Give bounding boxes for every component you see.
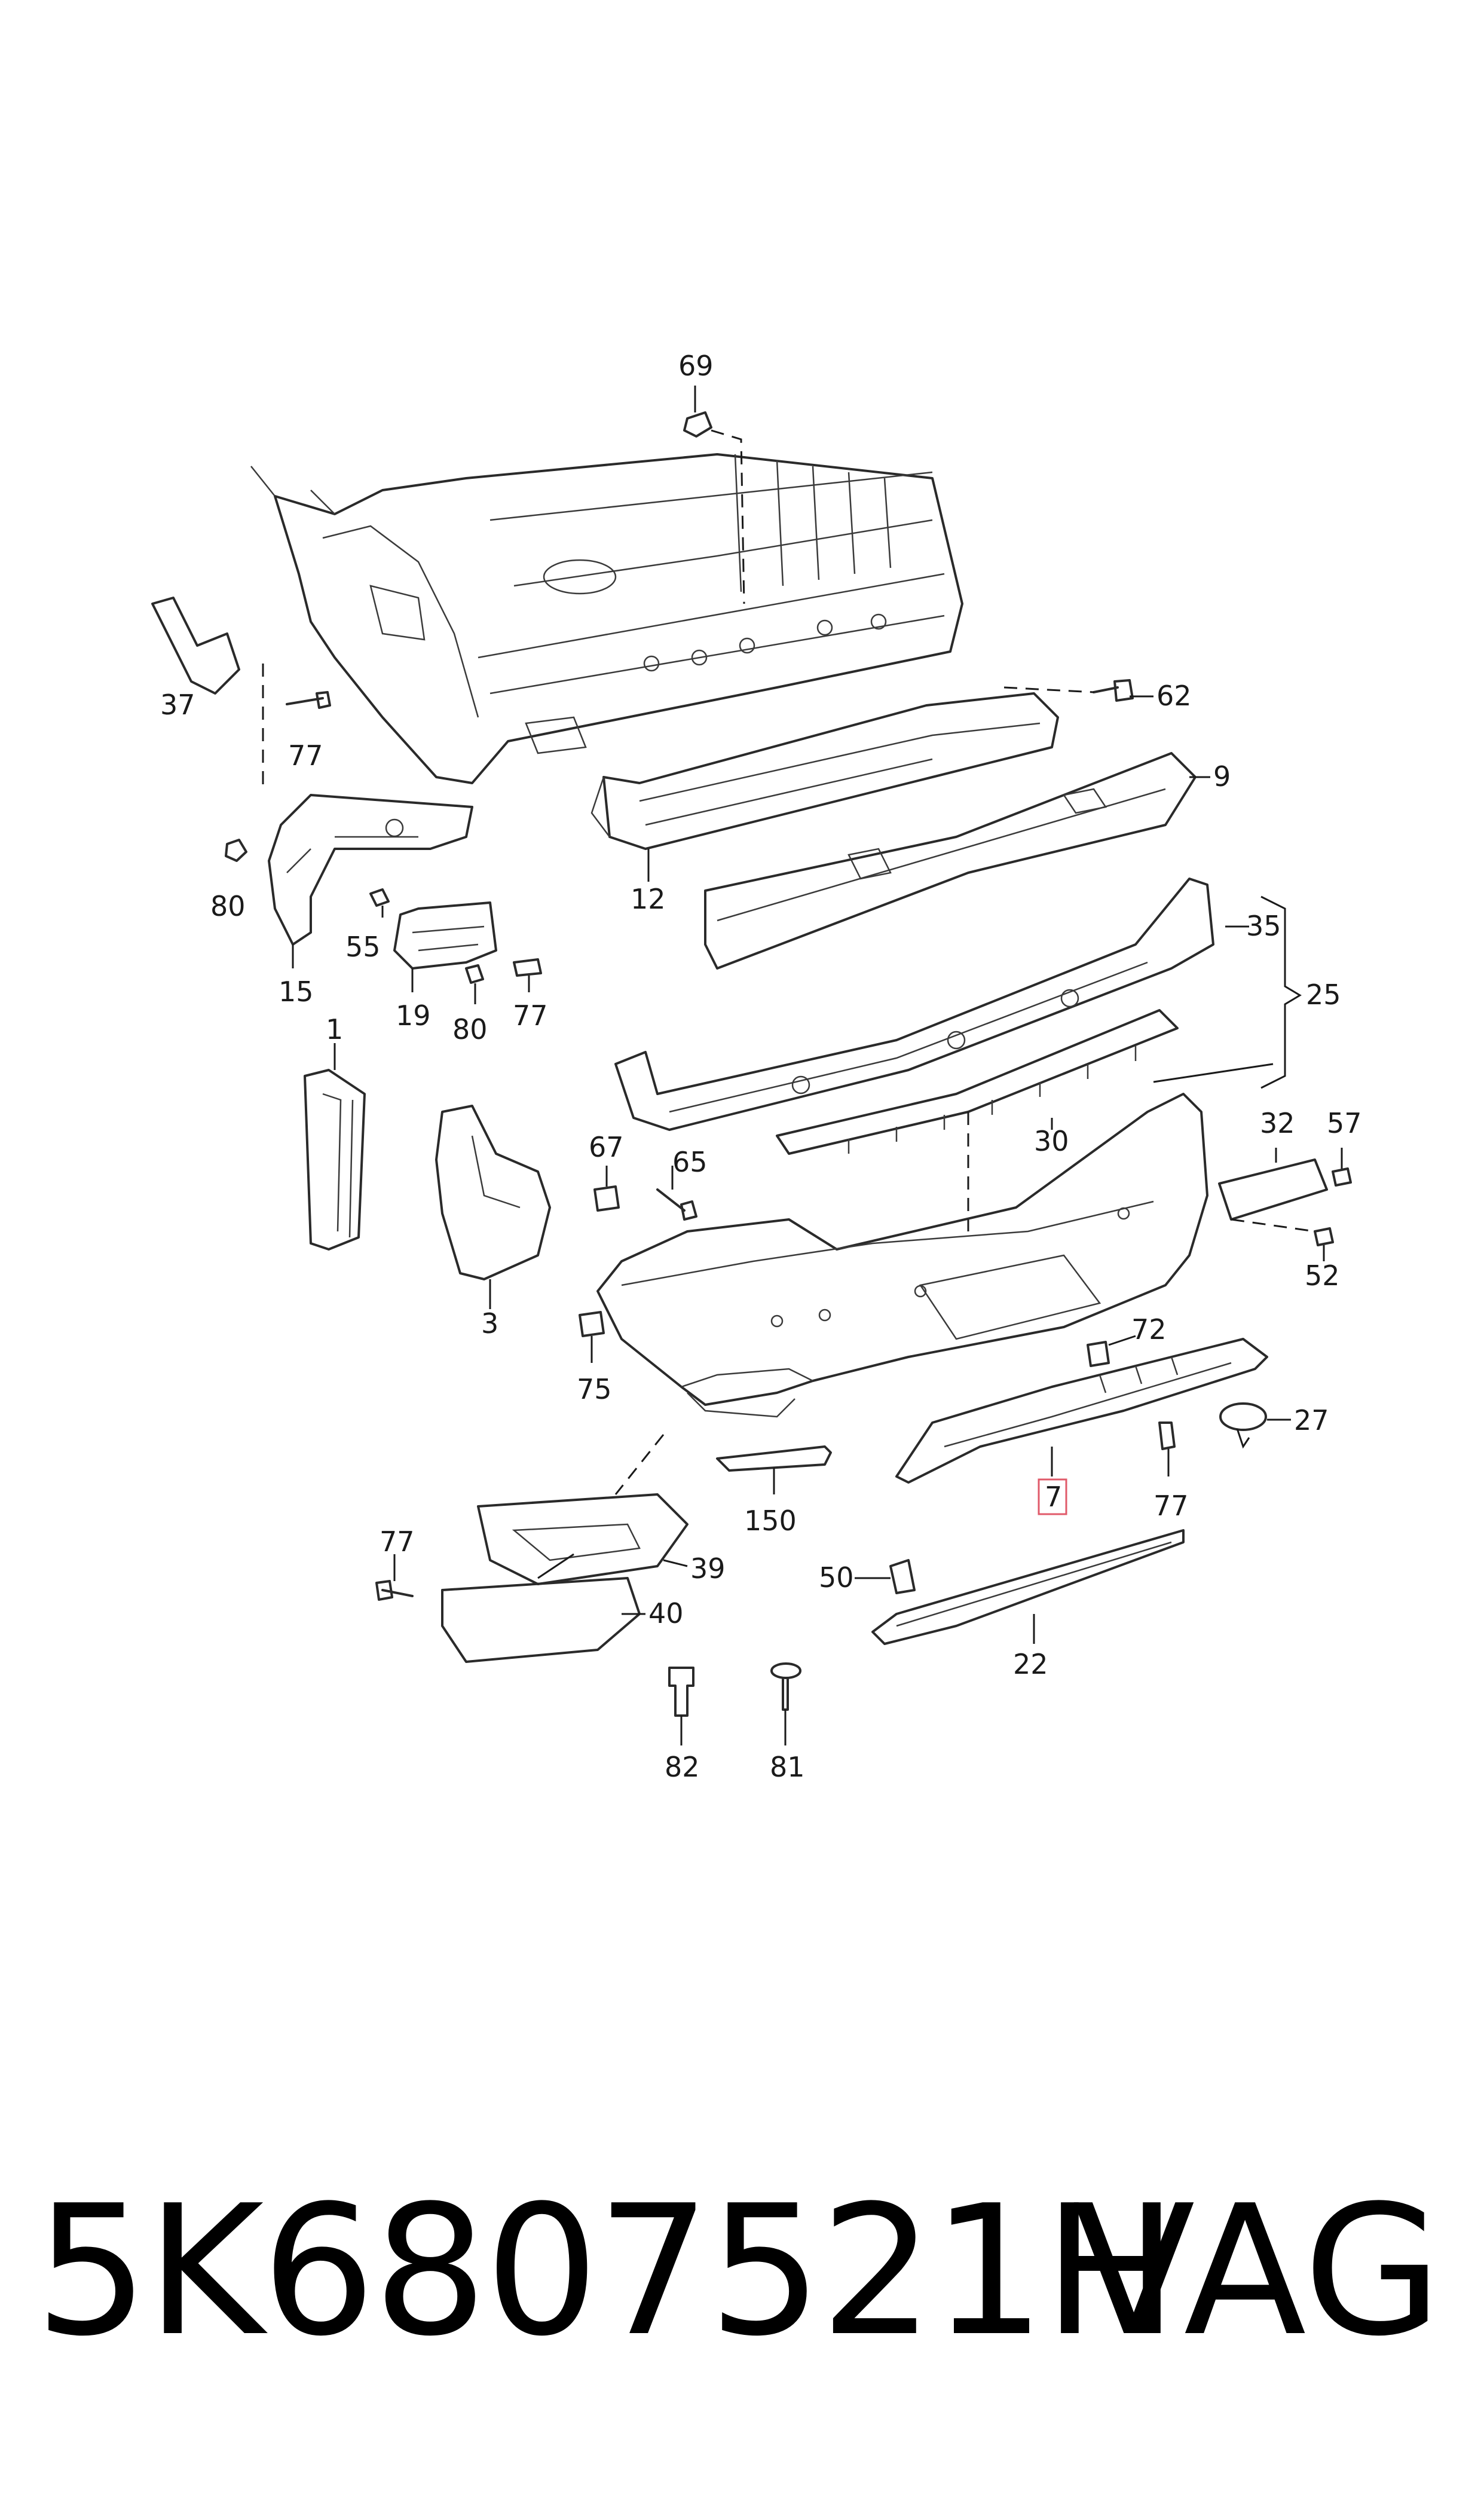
part-19-guide-bracket — [369, 888, 542, 984]
callout-150: 150 — [744, 1505, 797, 1537]
part-number: 5K6807521H — [35, 2167, 1178, 2376]
part-150-reflector — [716, 1445, 832, 1472]
part-65-screw — [656, 1188, 697, 1221]
part-72-clip — [1087, 1341, 1110, 1367]
callout-55: 55 — [345, 931, 381, 963]
part-7-diffuser-trim — [895, 1338, 1268, 1484]
part-37-bracket — [151, 597, 264, 789]
callout-69: 69 — [678, 350, 714, 382]
part-15-side-bracket — [225, 794, 473, 946]
part-40-cover — [441, 1553, 641, 1663]
part-77-screw-trim — [1158, 1421, 1176, 1450]
callout-77: 77 — [1153, 1490, 1189, 1522]
part-52-screw — [1314, 1227, 1334, 1246]
callout-9: 9 — [1213, 760, 1231, 793]
part-77-screw-upper — [286, 691, 331, 709]
part-22-trim-strip — [871, 1529, 1185, 1645]
callout-75: 75 — [577, 1373, 612, 1405]
callout-39: 39 — [690, 1552, 726, 1585]
callout-80: 80 — [210, 890, 246, 922]
part-footer: 5K6807521H VAG — [0, 2176, 1484, 2367]
part-12-bumper-reinforcement — [590, 692, 1059, 850]
callout-77: 77 — [513, 999, 548, 1032]
part-57-nut — [1332, 1167, 1352, 1187]
part-69-nut — [683, 411, 745, 604]
callout-3: 3 — [481, 1307, 498, 1340]
callout-12: 12 — [631, 883, 666, 915]
part-35-bumper-guide-rail — [614, 878, 1214, 1131]
part-62-bolt — [1003, 679, 1134, 702]
callout-81: 81 — [770, 1751, 805, 1783]
brand-name: VAG — [1072, 2167, 1442, 2376]
callout-52: 52 — [1305, 1259, 1340, 1292]
part-82-expanding-rivet — [668, 1667, 694, 1745]
part-50-clip — [889, 1559, 916, 1594]
callout-27: 27 — [1294, 1404, 1329, 1436]
part-81-screw — [770, 1662, 801, 1745]
highlight-box-7 — [1038, 1478, 1067, 1515]
part-9-energy-absorber — [704, 752, 1197, 970]
part-32-mounting-plate — [1218, 1158, 1328, 1233]
part-30-retaining-strip — [776, 1009, 1179, 1155]
part-67-clip-nut — [593, 1185, 620, 1212]
part-75-clip-nut — [579, 1311, 605, 1337]
callout-80: 80 — [452, 1013, 488, 1045]
callout-65: 65 — [672, 1146, 708, 1178]
part-3-wheelhouse-liner — [435, 1105, 551, 1280]
callout-77: 77 — [288, 739, 323, 772]
rear-body-structure — [250, 453, 963, 784]
callout-25: 25 — [1306, 979, 1341, 1011]
part-1-bracket — [304, 1069, 366, 1251]
callout-67: 67 — [589, 1131, 624, 1163]
callout-57: 57 — [1327, 1107, 1362, 1139]
part-77-screw-lower — [375, 1580, 414, 1601]
part-27-tow-eye-cap — [1219, 1402, 1267, 1449]
callout-labels: 69 62 37 77 9 80 12 55 35 15 25 19 80 77… — [160, 350, 1362, 1783]
callout-22: 22 — [1013, 1648, 1048, 1680]
callout-30: 30 — [1034, 1125, 1069, 1157]
callout-15: 15 — [279, 976, 314, 1008]
callout-7: 7 — [1045, 1481, 1062, 1513]
part-39-grille — [477, 1434, 689, 1585]
callout-82: 82 — [665, 1751, 700, 1783]
callout-72: 72 — [1131, 1313, 1167, 1346]
callout-50: 50 — [819, 1561, 854, 1594]
callout-37: 37 — [160, 689, 195, 721]
callout-19: 19 — [396, 999, 431, 1032]
callout-62: 62 — [1156, 680, 1192, 712]
callout-77: 77 — [380, 1526, 415, 1558]
callout-32: 32 — [1260, 1107, 1295, 1139]
callout-40: 40 — [648, 1597, 684, 1630]
part-bumper-cover — [596, 1093, 1208, 1418]
callout-1: 1 — [326, 1013, 343, 1045]
callout-35: 35 — [1246, 910, 1281, 942]
leader-lines — [292, 386, 1343, 1644]
